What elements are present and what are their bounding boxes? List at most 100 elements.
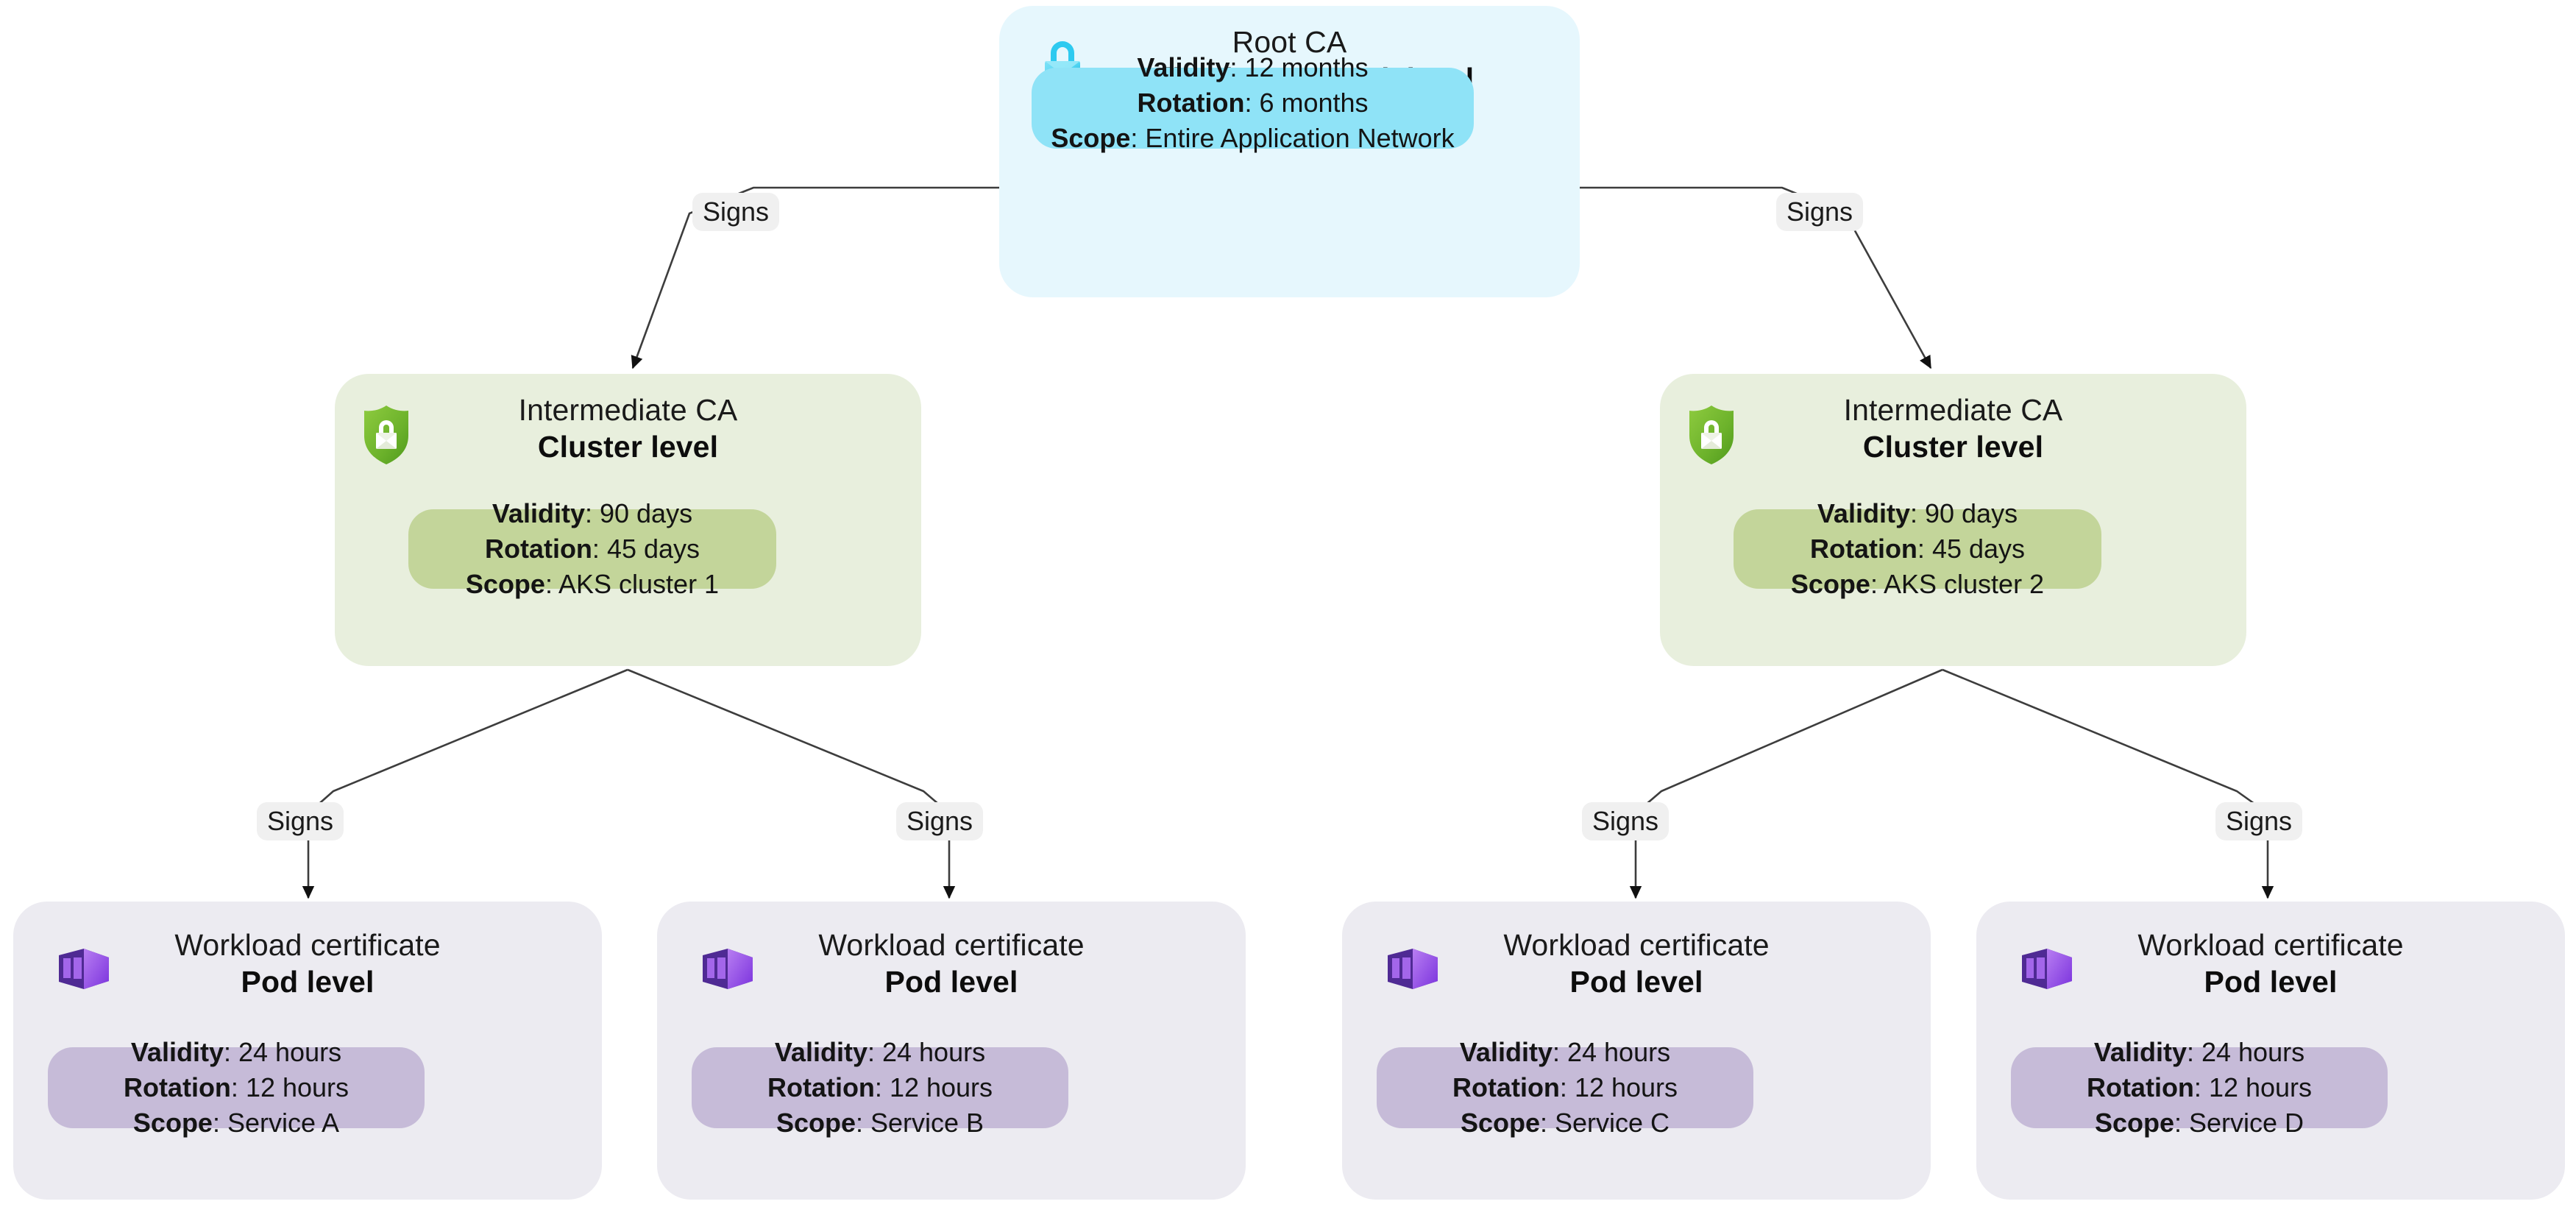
label-rotation: Rotation <box>767 1072 875 1103</box>
label-scope: Scope <box>465 568 545 599</box>
workload-a-subtitle: Pod level <box>241 965 375 999</box>
workload-c-heading: Workload certificate Pod level <box>1342 927 1931 1000</box>
workload-c-rotation-value: 12 hours <box>1574 1072 1678 1103</box>
edge-root-to-intermediate-2 <box>1580 186 1932 369</box>
workload-d-scope: Scope: Service D <box>2094 1107 2304 1138</box>
label-rotation: Rotation <box>1137 88 1245 118</box>
root-ca-validity-value: 12 months <box>1244 52 1369 83</box>
workload-d-title: Workload certificate <box>2137 928 2404 962</box>
workload-a-heading: Workload certificate Pod level <box>13 927 602 1000</box>
workload-a-rotation: Rotation: 12 hours <box>123 1072 350 1103</box>
workload-a-scope-value: Service A <box>227 1107 340 1138</box>
workload-d-subtitle: Pod level <box>2204 965 2338 999</box>
workload-b-scope: Scope: Service B <box>776 1107 984 1138</box>
pod-container-icon <box>695 935 759 999</box>
label-scope: Scope <box>132 1107 213 1138</box>
node-workload-certificate-b[interactable]: Workload certificate Pod level Validity:… <box>657 902 1246 1200</box>
intermediate-ca-1-subtitle: Cluster level <box>537 430 719 464</box>
workload-c-scope-value: Service C <box>1555 1107 1670 1138</box>
intermediate-ca-2-validity-value: 90 days <box>1924 498 2018 529</box>
workload-a-rotation-value: 12 hours <box>245 1072 350 1103</box>
label-scope: Scope <box>2094 1107 2174 1138</box>
node-intermediate-ca-2[interactable]: Intermediate CA Cluster level Validity: … <box>1660 374 2246 666</box>
intermediate-ca-1-validity-value: 90 days <box>599 498 693 529</box>
edge-label-signs-intermediate-1-workload-b: Signs <box>896 802 984 840</box>
node-intermediate-ca-1[interactable]: Intermediate CA Cluster level Validity: … <box>335 374 921 666</box>
workload-b-rotation: Rotation: 12 hours <box>767 1072 993 1103</box>
workload-b-validity: Validity: 24 hours <box>774 1037 986 1068</box>
workload-c-validity: Validity: 24 hours <box>1459 1037 1671 1068</box>
intermediate-ca-2-heading: Intermediate CA Cluster level <box>1660 392 2246 465</box>
intermediate-ca-2-subtitle: Cluster level <box>1862 430 2044 464</box>
label-scope: Scope <box>1790 568 1870 599</box>
label-rotation: Rotation <box>2086 1072 2194 1103</box>
pod-container-icon <box>1380 935 1444 999</box>
workload-c-subtitle: Pod level <box>1569 965 1703 999</box>
edge-label-signs-intermediate-1-workload-a: Signs <box>257 802 344 840</box>
intermediate-ca-2-scope-value: AKS cluster 2 <box>1883 568 2045 599</box>
intermediate-ca-1-heading: Intermediate CA Cluster level <box>335 392 921 465</box>
workload-c-validity-value: 24 hours <box>1566 1037 1671 1068</box>
workload-b-validity-value: 24 hours <box>881 1037 986 1068</box>
edge-intermediate-1-to-workload-a <box>302 668 628 899</box>
edge-intermediate-2-to-workload-d <box>1942 668 2274 899</box>
label-validity: Validity <box>492 498 585 529</box>
label-validity: Validity <box>1137 52 1230 83</box>
node-workload-certificate-c[interactable]: Workload certificate Pod level Validity:… <box>1342 902 1931 1200</box>
node-workload-certificate-d[interactable]: Workload certificate Pod level Validity:… <box>1976 902 2565 1200</box>
intermediate-ca-1-title: Intermediate CA <box>518 393 738 427</box>
root-ca-scope: Scope: Entire Application Network <box>1051 122 1455 153</box>
workload-c-rotation: Rotation: 12 hours <box>1452 1072 1678 1103</box>
root-ca-title: Root CA <box>1232 25 1347 59</box>
workload-a-title: Workload certificate <box>174 928 441 962</box>
intermediate-ca-1-rotation: Rotation: 45 days <box>484 534 700 564</box>
intermediate-ca-2-rotation-value: 45 days <box>1931 534 2026 564</box>
pod-container-icon <box>52 935 115 999</box>
label-validity: Validity <box>774 1037 867 1068</box>
workload-d-validity-value: 24 hours <box>2201 1037 2305 1068</box>
workload-a-scope: Scope: Service A <box>132 1107 340 1138</box>
workload-b-title: Workload certificate <box>818 928 1085 962</box>
intermediate-ca-2-title: Intermediate CA <box>1843 393 2063 427</box>
intermediate-ca-1-rotation-value: 45 days <box>606 534 700 564</box>
workload-d-heading: Workload certificate Pod level <box>1976 927 2565 1000</box>
label-scope: Scope <box>776 1107 856 1138</box>
intermediate-ca-1-validity: Validity: 90 days <box>492 498 693 529</box>
root-ca-rotation: Rotation: 6 months <box>1137 88 1369 118</box>
label-validity: Validity <box>2093 1037 2187 1068</box>
label-scope: Scope <box>1051 122 1131 153</box>
label-rotation: Rotation <box>123 1072 231 1103</box>
shield-lock-icon <box>1685 403 1738 467</box>
node-root-ca[interactable]: Root CA Application Network level Validi… <box>999 6 1580 297</box>
intermediate-ca-1-scope-value: AKS cluster 1 <box>558 568 720 599</box>
pod-container-icon <box>2015 935 2078 999</box>
label-scope: Scope <box>1460 1107 1540 1138</box>
workload-c-scope: Scope: Service C <box>1460 1107 1670 1138</box>
workload-b-subtitle: Pod level <box>884 965 1018 999</box>
root-ca-scope-value: Entire Application Network <box>1145 122 1455 153</box>
label-rotation: Rotation <box>1452 1072 1560 1103</box>
edge-label-signs-root-intermediate-2: Signs <box>1776 193 1864 231</box>
workload-d-validity: Validity: 24 hours <box>2093 1037 2305 1068</box>
label-rotation: Rotation <box>1809 534 1917 564</box>
intermediate-ca-1-scope: Scope: AKS cluster 1 <box>465 568 720 599</box>
intermediate-ca-2-rotation: Rotation: 45 days <box>1809 534 2026 564</box>
workload-c-title: Workload certificate <box>1503 928 1770 962</box>
workload-b-scope-value: Service B <box>870 1107 984 1138</box>
edge-intermediate-2-to-workload-c <box>1629 668 1943 899</box>
label-rotation: Rotation <box>484 534 592 564</box>
label-validity: Validity <box>130 1037 224 1068</box>
label-validity: Validity <box>1459 1037 1553 1068</box>
intermediate-ca-2-validity: Validity: 90 days <box>1817 498 2018 529</box>
workload-b-rotation-value: 12 hours <box>889 1072 993 1103</box>
workload-d-rotation: Rotation: 12 hours <box>2086 1072 2313 1103</box>
workload-a-validity-value: 24 hours <box>238 1037 342 1068</box>
workload-d-scope-value: Service D <box>2189 1107 2304 1138</box>
node-workload-certificate-a[interactable]: Workload certificate Pod level Validity:… <box>13 902 602 1200</box>
root-ca-rotation-value: 6 months <box>1259 88 1369 118</box>
workload-d-rotation-value: 12 hours <box>2208 1072 2313 1103</box>
shield-lock-icon <box>360 403 413 467</box>
edge-label-signs-intermediate-2-workload-d: Signs <box>2215 802 2303 840</box>
label-validity: Validity <box>1817 498 1910 529</box>
